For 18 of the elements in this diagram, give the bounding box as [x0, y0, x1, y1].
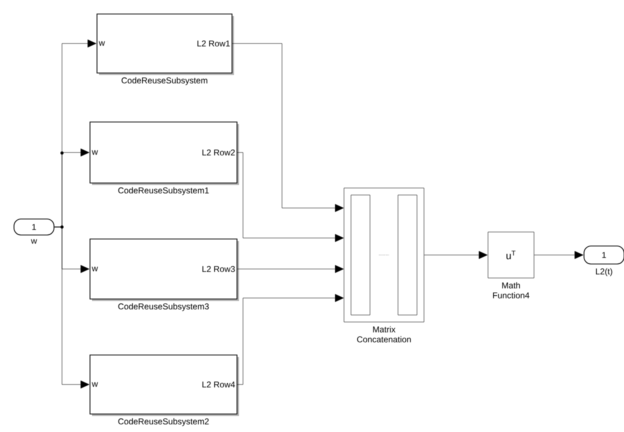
signal-arrow: [237, 152, 344, 242]
block-label: w: [30, 239, 38, 244]
port-block: 1: [14, 218, 54, 236]
block-label: CodeReuseSubsystem: [122, 77, 208, 86]
signal-arrow: [237, 294, 344, 385]
block-label: CodeReuseSubsystem2: [118, 418, 209, 426]
block-label: Matrix Concatenation: [357, 326, 411, 342]
signal-arrow: [424, 251, 488, 259]
signal-arrow: [54, 226, 90, 388]
signal-arrow: [232, 43, 344, 212]
block-label: L2(t): [596, 268, 612, 276]
signal-arrow: [237, 265, 344, 273]
function-block: u$^{T}$: [488, 232, 534, 278]
block-label: CodeReuseSubsystem3: [118, 303, 209, 312]
block-label: Math Function4: [493, 282, 530, 298]
port-block: 1: [584, 246, 624, 264]
signal-arrow: [534, 251, 584, 259]
block-label: CodeReuseSubsystem1: [118, 187, 209, 196]
